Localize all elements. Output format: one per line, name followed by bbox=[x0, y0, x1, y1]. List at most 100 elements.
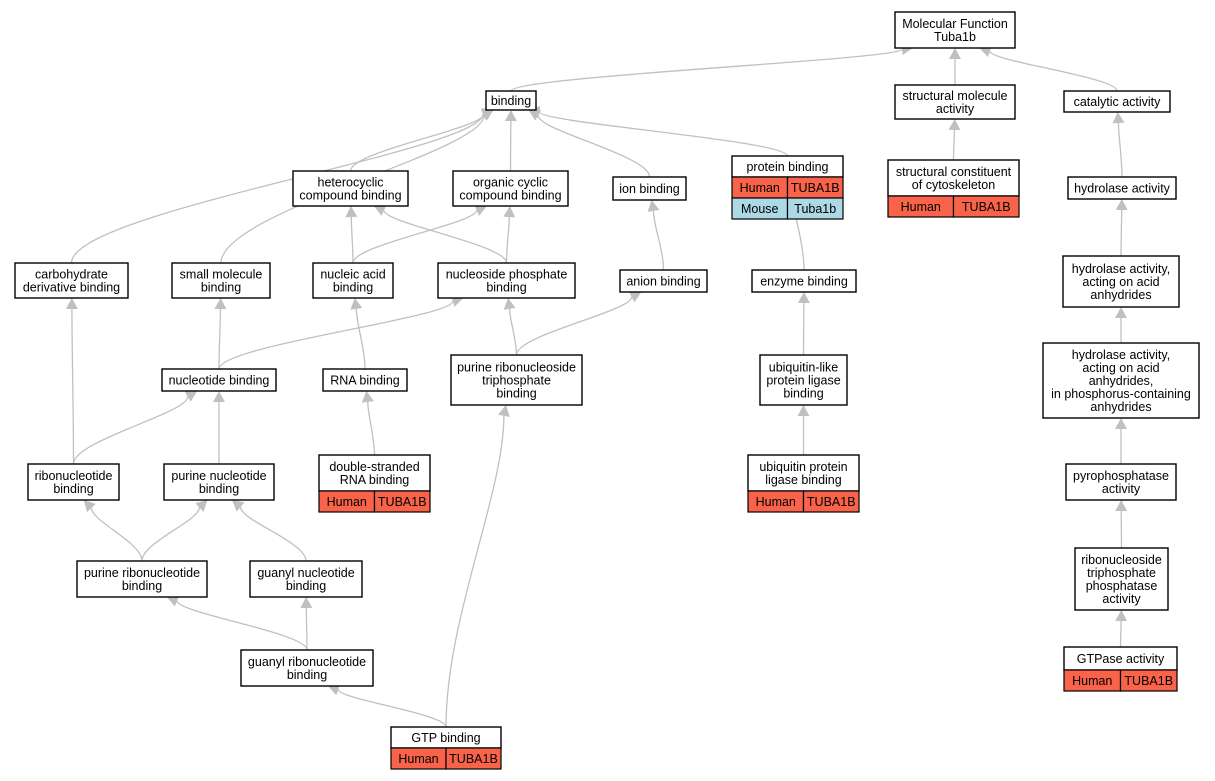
go-term-node-rntpase[interactable]: ribonucleosidetriphosphatephosphataseact… bbox=[1074, 547, 1169, 611]
gene-label: TUBA1B bbox=[378, 495, 427, 509]
node-label: anhydrides, bbox=[1089, 374, 1154, 388]
arrowhead bbox=[213, 391, 225, 402]
arrowhead bbox=[373, 204, 387, 216]
node-label: anhydrides bbox=[1090, 400, 1151, 414]
node-box bbox=[1062, 255, 1180, 308]
species-label: Human bbox=[327, 495, 367, 509]
arrowhead bbox=[647, 200, 660, 212]
go-term-node-enzyme[interactable]: enzyme binding bbox=[751, 269, 857, 293]
go-term-node-hydrolase[interactable]: hydrolase activity bbox=[1067, 176, 1177, 200]
edge-ion-to-binding bbox=[537, 115, 651, 178]
edge-catalytic-to-mf bbox=[989, 50, 1118, 92]
node-label: compound binding bbox=[299, 188, 401, 202]
species-label: Human bbox=[740, 181, 780, 195]
node-label: binding bbox=[496, 386, 536, 400]
edge-gtp-to-guanylribo bbox=[337, 688, 447, 728]
node-label: purine ribonucleoside bbox=[457, 360, 576, 374]
edge-ribonuc-to-nucleotide bbox=[72, 396, 189, 465]
edge-gtp-to-prnts bbox=[445, 415, 505, 728]
node-label: binding bbox=[199, 482, 239, 496]
edge-prnts-to-nucphos bbox=[508, 308, 518, 356]
node-label: anhydrides bbox=[1090, 288, 1151, 302]
node-box bbox=[318, 454, 431, 492]
arrowhead bbox=[1115, 307, 1127, 318]
node-label: guanyl nucleotide bbox=[257, 566, 354, 580]
arrowhead bbox=[1115, 610, 1128, 622]
node-label: heterocyclic bbox=[318, 175, 384, 189]
node-label: binding bbox=[122, 579, 162, 593]
node-label: triphosphate bbox=[482, 373, 551, 387]
gene-cell bbox=[1119, 669, 1178, 692]
arrowhead bbox=[528, 106, 541, 118]
edge-guanyl-to-purinenuc bbox=[239, 506, 307, 562]
go-term-node-anion[interactable]: anion binding bbox=[619, 269, 708, 293]
node-box bbox=[27, 463, 120, 501]
node-label: purine ribonucleotide bbox=[84, 566, 200, 580]
edge-ribonuc-to-carbohydrate bbox=[71, 308, 75, 465]
arrowhead bbox=[504, 110, 517, 122]
species-label: Mouse bbox=[741, 202, 779, 216]
node-label: hydrolase activity bbox=[1074, 181, 1171, 195]
node-label: GTPase activity bbox=[1077, 652, 1165, 666]
edge-binding-to-mf bbox=[510, 48, 903, 92]
go-term-node-rna[interactable]: RNA binding bbox=[322, 368, 408, 392]
go-term-node-ion[interactable]: ion binding bbox=[612, 176, 687, 201]
edge-cytoskeleton-to-structural bbox=[952, 129, 956, 161]
edge-rna-to-nucleicacid bbox=[355, 308, 366, 370]
node-label: activity bbox=[936, 102, 975, 116]
node-box bbox=[1074, 547, 1169, 611]
node-label: enzyme binding bbox=[760, 274, 848, 288]
species-label: Human bbox=[756, 495, 796, 509]
node-label: double-stranded bbox=[329, 460, 419, 474]
species-label: Human bbox=[901, 200, 941, 214]
node-box bbox=[161, 368, 277, 392]
node-label: hydrolase activity, bbox=[1072, 348, 1170, 362]
arrowhead bbox=[65, 298, 78, 310]
node-box bbox=[240, 649, 374, 687]
node-box bbox=[14, 262, 129, 299]
node-box bbox=[292, 170, 409, 207]
node-label: derivative binding bbox=[23, 280, 120, 294]
node-label: binding bbox=[286, 579, 326, 593]
node-label: protein ligase bbox=[766, 373, 840, 387]
go-term-node-hydrophos[interactable]: hydrolase activity,acting on acidanhydri… bbox=[1042, 342, 1200, 419]
go-term-node-nucleotide[interactable]: nucleotide binding bbox=[161, 368, 277, 392]
edge-guanylribo-to-guanyl bbox=[305, 607, 308, 651]
go-term-node-hydroacid[interactable]: hydrolase activity,acting on acidanhydri… bbox=[1062, 255, 1180, 308]
node-label: acting on acid bbox=[1082, 361, 1159, 375]
edge-guanylribo-to-purribo bbox=[176, 600, 308, 651]
node-label: binding bbox=[783, 386, 823, 400]
arrowhead bbox=[503, 298, 516, 310]
go-term-node-binding[interactable]: binding bbox=[485, 90, 537, 111]
edge-gtpase-to-rntpase bbox=[1119, 620, 1122, 648]
go-term-node-catalytic[interactable]: catalytic activity bbox=[1063, 90, 1171, 113]
node-box bbox=[1067, 176, 1177, 200]
arrowhead bbox=[948, 119, 961, 131]
edge-nucphos-to-organic bbox=[505, 216, 510, 264]
edge-hydrolase-to-catalytic bbox=[1117, 122, 1123, 178]
arrowhead bbox=[480, 110, 494, 121]
